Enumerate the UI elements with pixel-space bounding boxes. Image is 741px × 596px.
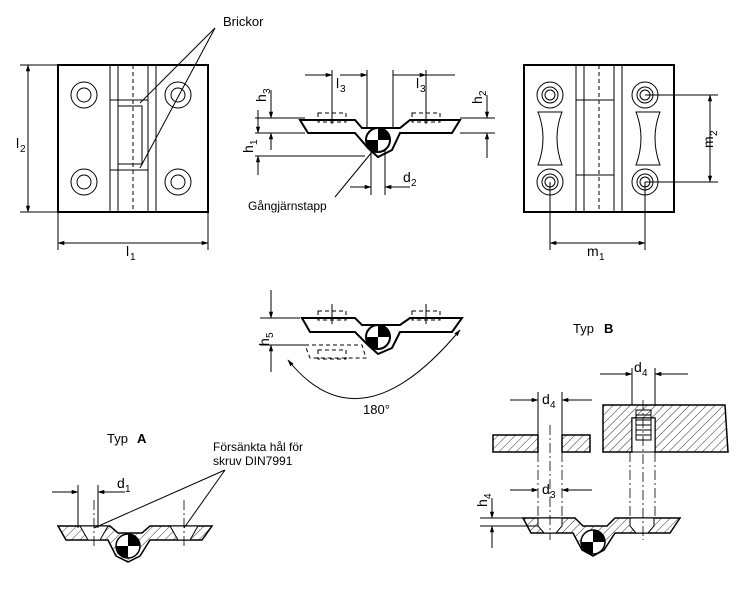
svg-text:h: h <box>256 338 272 346</box>
svg-text:Typ: Typ <box>573 321 594 336</box>
forsankta-hal-label-line1: Försänkta hål för <box>213 440 303 454</box>
svg-text:h: h <box>240 145 256 153</box>
dim-h1: h 1 <box>240 139 260 153</box>
typ-a-label: Typ A <box>107 431 147 446</box>
dim-m1: m 1 <box>587 243 605 263</box>
dim-l3-right: l 3 <box>416 75 426 95</box>
svg-text:2: 2 <box>20 144 26 155</box>
svg-text:5: 5 <box>265 332 276 338</box>
brickor-label: Brickor <box>223 14 264 29</box>
svg-text:1: 1 <box>125 484 131 495</box>
svg-text:1: 1 <box>599 252 605 263</box>
svg-text:l: l <box>126 243 129 259</box>
svg-text:3: 3 <box>262 88 273 94</box>
dim-d4-washer: d 4 <box>542 391 556 411</box>
dim-l2: l 2 <box>16 135 26 155</box>
svg-text:d: d <box>403 169 411 185</box>
svg-text:d: d <box>542 481 550 497</box>
svg-text:1: 1 <box>249 139 260 145</box>
forsankta-hal-label-line2: skruv DIN7991 <box>213 454 293 468</box>
svg-text:B: B <box>604 321 613 336</box>
side-view <box>255 70 495 198</box>
svg-text:3: 3 <box>340 84 346 95</box>
svg-text:m: m <box>700 136 716 148</box>
typ-b-label: Typ B <box>573 321 613 336</box>
dim-d1: d 1 <box>117 475 131 495</box>
svg-text:d: d <box>634 359 642 375</box>
back-view <box>523 64 718 250</box>
typ-a-section <box>52 469 226 563</box>
dim-d2: d 2 <box>403 169 417 189</box>
svg-text:4: 4 <box>642 368 648 379</box>
screw-holes-back <box>536 81 659 196</box>
svg-text:4: 4 <box>483 493 494 499</box>
dim-m2: m 2 <box>700 130 720 148</box>
screw-holes-front <box>70 81 192 196</box>
dim-l3-left: l 3 <box>336 75 346 95</box>
dim-h4: h 4 <box>474 493 494 507</box>
angle-label: 180° <box>363 402 390 417</box>
svg-text:2: 2 <box>478 90 489 96</box>
dim-d3: d 3 <box>542 481 556 501</box>
typ-b-section <box>480 368 729 557</box>
svg-text:3: 3 <box>420 84 426 95</box>
svg-text:l: l <box>16 135 19 151</box>
gangjarnstapp-label: Gångjärnstapp <box>248 199 327 213</box>
svg-text:d: d <box>117 475 125 491</box>
dim-h2: h 2 <box>469 90 489 104</box>
svg-text:m: m <box>587 243 599 259</box>
svg-text:2: 2 <box>411 178 417 189</box>
dim-l1: l 1 <box>126 243 136 263</box>
svg-text:h: h <box>474 499 490 507</box>
svg-text:3: 3 <box>550 490 556 501</box>
front-view <box>20 27 216 250</box>
svg-text:A: A <box>137 431 147 446</box>
svg-text:2: 2 <box>709 130 720 136</box>
open-view <box>260 290 464 400</box>
dim-h3: h 3 <box>253 88 273 102</box>
svg-text:d: d <box>542 391 550 407</box>
svg-text:4: 4 <box>550 400 556 411</box>
dim-d4-top: d 4 <box>634 359 648 379</box>
svg-text:h: h <box>469 96 485 104</box>
svg-text:l: l <box>416 75 419 91</box>
svg-text:l: l <box>336 75 339 91</box>
svg-text:1: 1 <box>130 252 136 263</box>
dim-h5: h 5 <box>256 332 276 346</box>
svg-text:h: h <box>253 94 269 102</box>
svg-text:Typ: Typ <box>107 431 128 446</box>
